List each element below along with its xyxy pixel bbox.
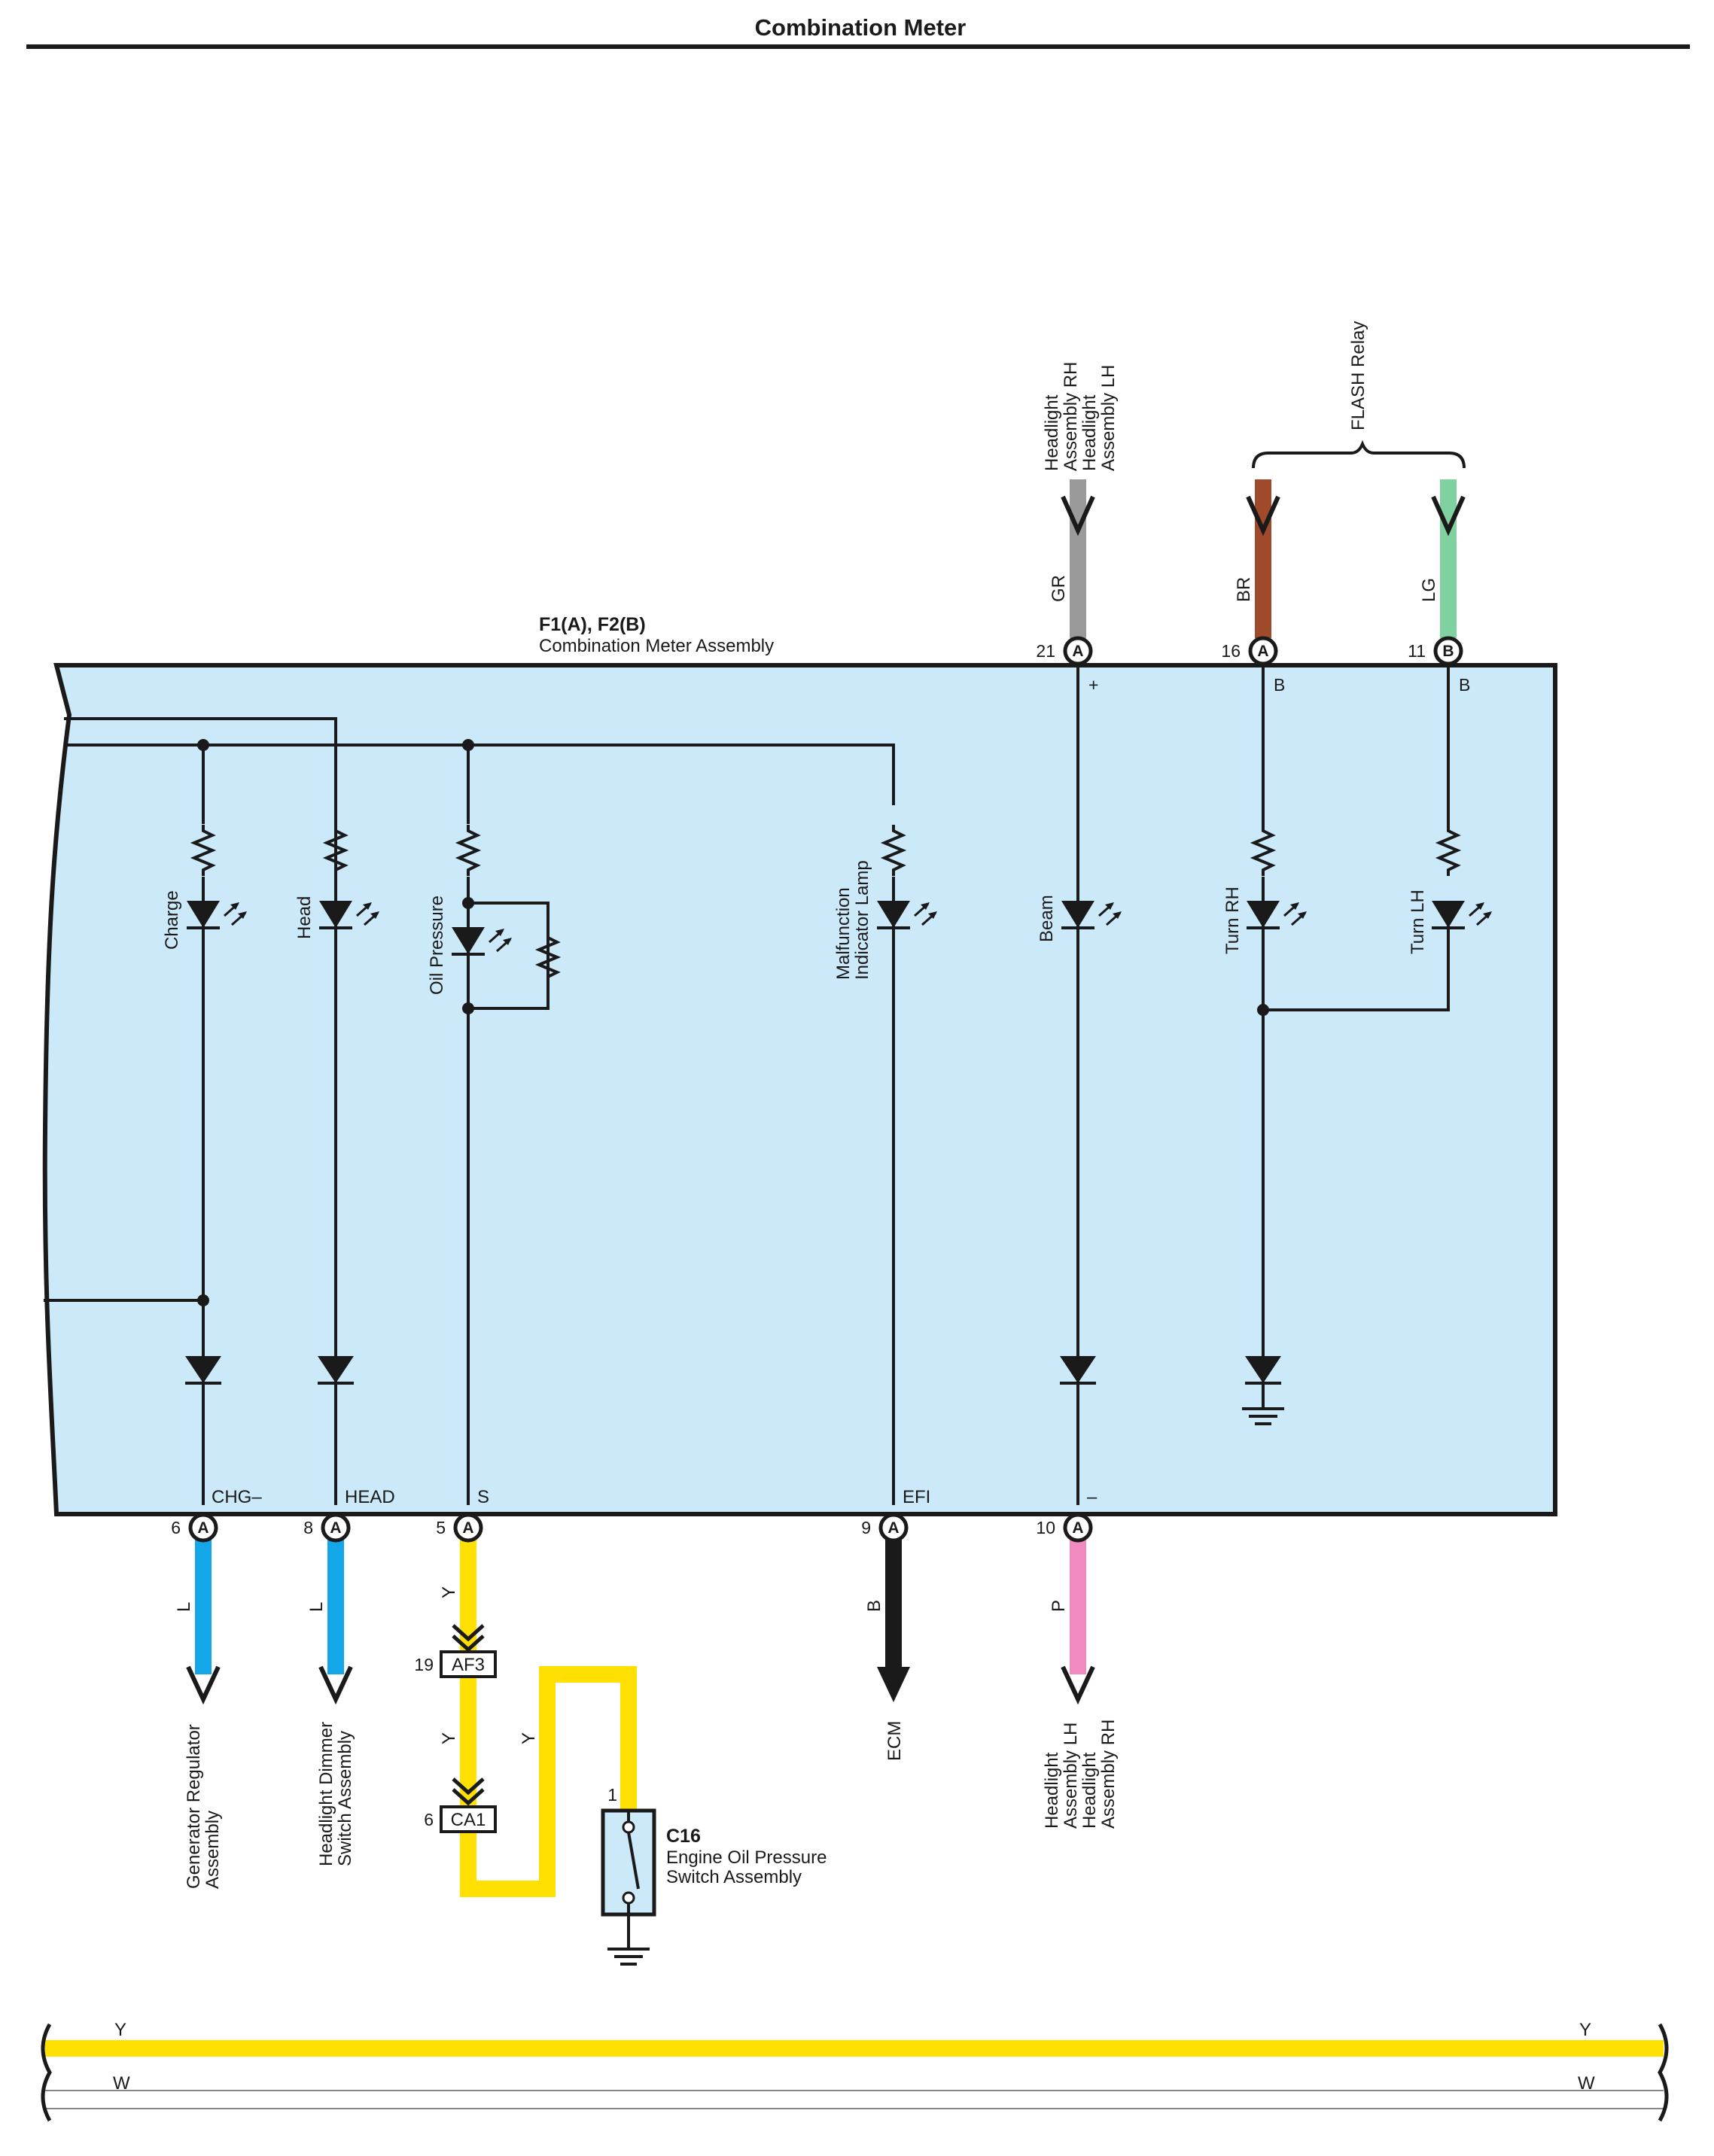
connector-ca1: CA1 6 bbox=[424, 1777, 497, 1833]
switch-ref: C16 bbox=[666, 1826, 701, 1847]
wire-label-lg: LG bbox=[1419, 578, 1439, 602]
arrowhead-p-beam bbox=[1061, 1665, 1095, 1705]
arrowhead-br bbox=[1246, 495, 1280, 537]
svg-text:Headlight: Headlight bbox=[1079, 1752, 1100, 1829]
svg-text:Generator Regulator: Generator Regulator bbox=[184, 1724, 204, 1889]
lamp-label-beam: Beam bbox=[1037, 895, 1057, 942]
svg-text:11: 11 bbox=[1408, 641, 1426, 661]
svg-text:CA1: CA1 bbox=[451, 1810, 486, 1830]
wire-label-y-oil-1: Y bbox=[439, 1586, 459, 1598]
pin-10-a: 10 A – bbox=[1036, 1487, 1098, 1543]
legend-w-left: W bbox=[113, 2073, 130, 2094]
svg-text:–: – bbox=[1087, 1487, 1098, 1507]
lamp-label-head: Head bbox=[294, 896, 315, 939]
svg-text:A: A bbox=[462, 1519, 473, 1537]
svg-text:A: A bbox=[1072, 643, 1083, 660]
legend-y-right: Y bbox=[1579, 2020, 1591, 2040]
dest-label-ecm: ECM bbox=[884, 1721, 905, 1761]
svg-text:8: 8 bbox=[303, 1518, 313, 1537]
svg-text:Assembly LH: Assembly LH bbox=[1061, 1723, 1081, 1829]
svg-text:Assembly: Assembly bbox=[202, 1811, 223, 1889]
wire-label-y-oil-3: Y bbox=[519, 1732, 539, 1744]
wire-label-b-efi: B bbox=[864, 1600, 884, 1612]
svg-text:6: 6 bbox=[171, 1518, 181, 1537]
lamp-label-oil-pressure: Oil Pressure bbox=[427, 896, 447, 995]
svg-text:Headlight: Headlight bbox=[1042, 394, 1062, 471]
svg-text:A: A bbox=[1257, 643, 1268, 660]
svg-text:B: B bbox=[1459, 675, 1470, 695]
svg-text:Assembly RH: Assembly RH bbox=[1061, 362, 1081, 471]
oil-pressure-switch: 1 bbox=[601, 1785, 656, 1942]
legend-w-right: W bbox=[1578, 2073, 1595, 2094]
meter-name: Combination Meter Assembly bbox=[539, 636, 774, 656]
svg-text:10: 10 bbox=[1036, 1518, 1055, 1537]
svg-text:6: 6 bbox=[424, 1810, 434, 1829]
wire-color-legend: Y Y W W bbox=[41, 2020, 1669, 2122]
svg-text:A: A bbox=[197, 1519, 209, 1537]
pin-5-a: 5 A S bbox=[436, 1487, 489, 1543]
svg-text:5: 5 bbox=[436, 1518, 446, 1537]
lamp-label-turn-lh: Turn LH bbox=[1408, 889, 1428, 954]
svg-text:Switch Assembly: Switch Assembly bbox=[335, 1731, 355, 1866]
dest-label-headlight-top: Headlight Assembly RH Headlight Assembly… bbox=[1042, 362, 1119, 471]
svg-text:Headlight: Headlight bbox=[1042, 1752, 1062, 1829]
svg-text:B: B bbox=[1442, 643, 1454, 660]
svg-text:Headlight Dimmer: Headlight Dimmer bbox=[316, 1722, 336, 1866]
lamp-label-charge: Charge bbox=[162, 890, 182, 950]
arrowhead-b-efi bbox=[877, 1667, 910, 1702]
dest-label-headlight-bottom: Headlight Assembly LH Headlight Assembly… bbox=[1042, 1720, 1119, 1829]
svg-text:Assembly RH: Assembly RH bbox=[1098, 1720, 1119, 1829]
ground-switch bbox=[606, 1939, 651, 1966]
pin-9-a: 9 A EFI bbox=[861, 1487, 930, 1543]
arrowhead-l-head bbox=[318, 1665, 353, 1705]
pin-6-a: 6 A CHG– bbox=[171, 1487, 262, 1543]
flash-relay-brace bbox=[1252, 439, 1466, 469]
svg-text:21: 21 bbox=[1036, 641, 1055, 661]
page-title: Combination Meter bbox=[755, 14, 967, 41]
arrowhead-l-charge bbox=[186, 1665, 221, 1705]
wire-label-l-head: L bbox=[306, 1602, 327, 1612]
svg-text:HEAD: HEAD bbox=[345, 1487, 395, 1507]
connector-af3: AF3 19 bbox=[414, 1624, 497, 1678]
svg-text:Headlight: Headlight bbox=[1079, 394, 1100, 471]
svg-text:AF3: AF3 bbox=[452, 1655, 485, 1675]
arrowhead-lg bbox=[1431, 495, 1466, 537]
svg-text:S: S bbox=[477, 1487, 489, 1507]
wire-label-l-charge: L bbox=[174, 1602, 194, 1612]
pin-8-a: 8 A HEAD bbox=[303, 1487, 395, 1543]
wire-label-gr: GR bbox=[1049, 575, 1069, 602]
meter-connector-ref: F1(A), F2(B) bbox=[539, 614, 646, 635]
svg-text:B: B bbox=[1274, 675, 1285, 695]
svg-text:A: A bbox=[887, 1519, 899, 1537]
arrowhead-gr bbox=[1061, 495, 1095, 537]
dest-label-dimmer: Headlight Dimmer Switch Assembly bbox=[316, 1722, 355, 1866]
flash-relay-label: FLASH Relay bbox=[1348, 321, 1368, 430]
switch-name-1: Engine Oil Pressure bbox=[666, 1847, 827, 1868]
svg-text:16: 16 bbox=[1221, 641, 1241, 661]
wire-label-y-oil-2: Y bbox=[439, 1732, 459, 1744]
wire-label-br: BR bbox=[1234, 577, 1254, 602]
svg-text:9: 9 bbox=[861, 1518, 871, 1537]
svg-text:A: A bbox=[330, 1519, 341, 1537]
lamp-label-turn-rh: Turn RH bbox=[1222, 886, 1243, 954]
pin-16-a: 16 A B bbox=[1221, 636, 1285, 695]
combination-meter-box bbox=[42, 663, 1557, 1516]
switch-name-2: Switch Assembly bbox=[666, 1867, 802, 1887]
dest-label-generator: Generator Regulator Assembly bbox=[184, 1724, 223, 1889]
legend-y-left: Y bbox=[114, 2020, 126, 2040]
svg-text:EFI: EFI bbox=[903, 1487, 930, 1507]
lamp-label-mil-2: Indicator Lamp bbox=[852, 860, 872, 980]
svg-text:CHG–: CHG– bbox=[212, 1487, 262, 1507]
svg-text:A: A bbox=[1072, 1519, 1083, 1537]
svg-text:Assembly LH: Assembly LH bbox=[1098, 365, 1119, 471]
svg-text:19: 19 bbox=[414, 1655, 434, 1674]
wire-label-p-beam: P bbox=[1049, 1600, 1069, 1612]
svg-text:1: 1 bbox=[607, 1785, 617, 1805]
svg-text:+: + bbox=[1088, 675, 1098, 695]
lamp-label-mil-1: Malfunction bbox=[833, 887, 854, 980]
